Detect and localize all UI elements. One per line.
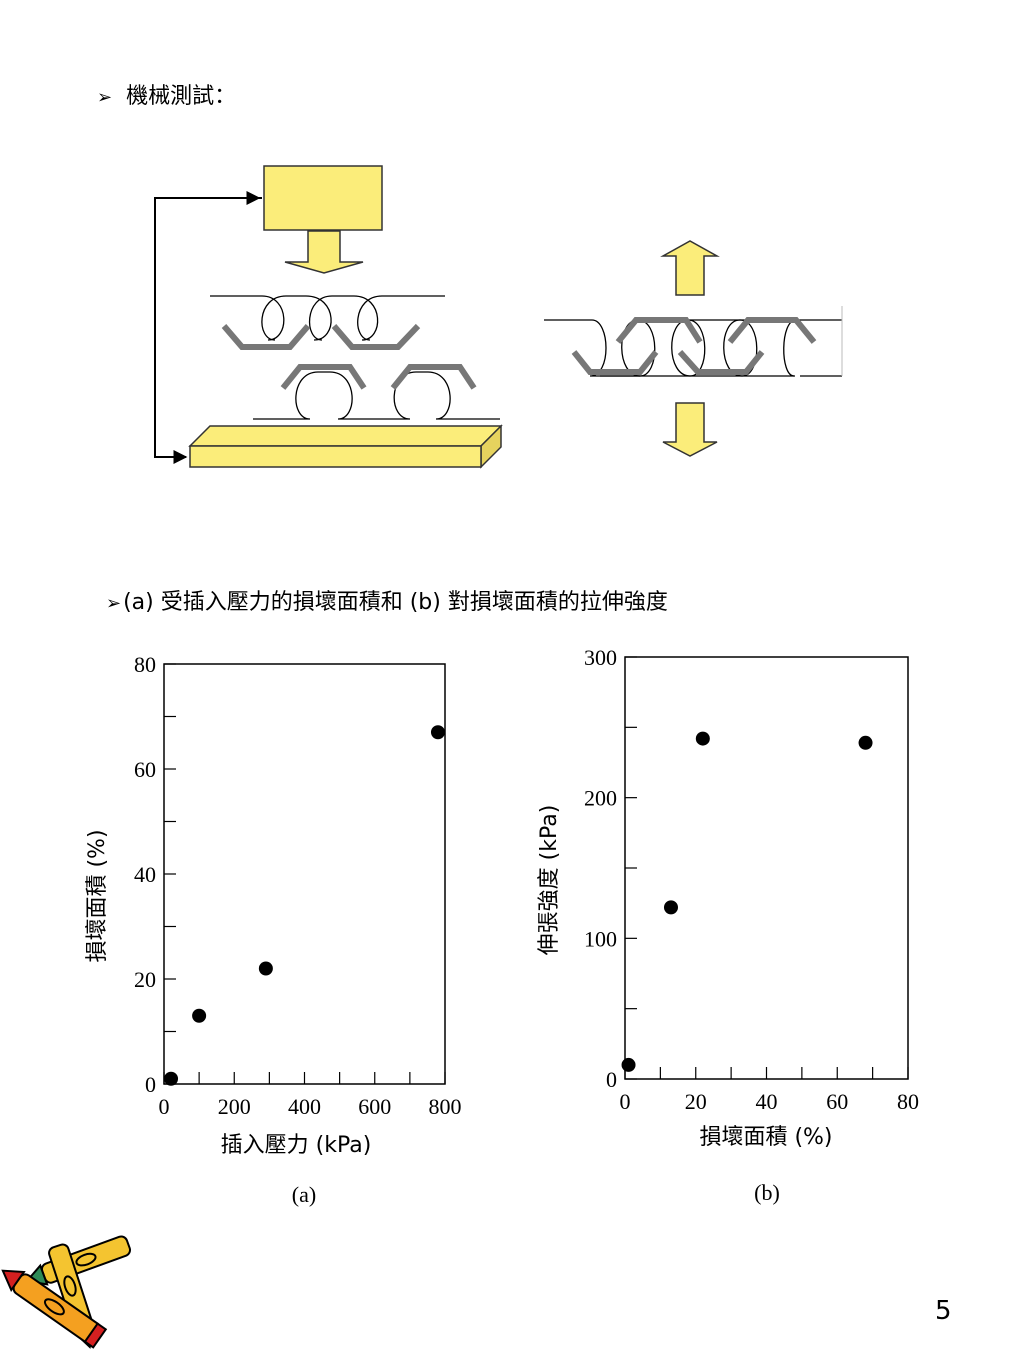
chart-b-data-point xyxy=(621,1057,636,1072)
chart-a-ytick-label: 80 xyxy=(134,652,156,677)
up-tension-arrow xyxy=(660,240,720,296)
chart-b-ytick-label: 0 xyxy=(606,1067,617,1092)
chart-b-xtick-label: 20 xyxy=(685,1089,707,1114)
chart-a-ylabel: 損壞面積 (%) xyxy=(85,829,110,962)
chart-b-xtick-label: 0 xyxy=(620,1089,631,1114)
bullet1-text: 機械測試： xyxy=(126,84,237,109)
chart-a-data-point xyxy=(430,725,445,740)
chart-b-xtick-label: 40 xyxy=(756,1089,778,1114)
chart-a-xtick-label: 200 xyxy=(218,1094,251,1119)
chart-b-ytick-label: 100 xyxy=(584,926,617,951)
chart-b-ylabel: 伸張強度 (kPa) xyxy=(537,805,562,956)
bullet2-text: (a) 受插入壓力的損壞面積和 (b) 對損壞面積的拉伸強度 xyxy=(123,590,668,615)
chart-a-xtick-label: 400 xyxy=(288,1094,321,1119)
base-plate xyxy=(188,424,503,469)
chart-a-xtick-label: 600 xyxy=(358,1094,391,1119)
chart-b-ytick-label: 300 xyxy=(584,645,617,670)
chart-b-data-point xyxy=(858,735,873,750)
loop-fabric-lower xyxy=(253,371,500,420)
hook-fabric-lower xyxy=(280,364,477,390)
loop-fabric-upper xyxy=(210,295,445,341)
crayons-clipart-icon xyxy=(1,1235,132,1349)
chart-b-xlabel: 損壞面積 (%) xyxy=(699,1125,832,1150)
fastener-test-diagram xyxy=(154,165,843,469)
chart-b-data-point xyxy=(663,900,678,915)
chart-a-ytick-label: 20 xyxy=(134,967,156,992)
chart-b-xtick-label: 80 xyxy=(897,1089,919,1114)
chart-a-ytick-label: 60 xyxy=(134,757,156,782)
chart-b-ytick-label: 200 xyxy=(584,786,617,811)
chart-a-data-point xyxy=(164,1071,179,1086)
chart-a-xtick-label: 800 xyxy=(429,1094,462,1119)
page-number: 5 xyxy=(935,1296,952,1326)
arrowhead-bullet-icon: ➢ xyxy=(106,593,122,614)
chart-b-frame xyxy=(624,656,909,1080)
chart-a-xtick-label: 0 xyxy=(159,1094,170,1119)
down-press-arrow xyxy=(284,230,364,274)
chart-a-data-point xyxy=(258,961,273,976)
hook-fabric-upper xyxy=(221,323,421,350)
down-tension-arrow xyxy=(662,402,718,457)
engaged-hooks xyxy=(571,317,817,375)
chart-a-ytick-label: 0 xyxy=(145,1072,156,1097)
chart-a-ytick-label: 40 xyxy=(134,862,156,887)
press-head-box xyxy=(263,165,383,231)
chart-b-xtick-label: 60 xyxy=(826,1089,848,1114)
chart-a-data-point xyxy=(192,1008,207,1023)
bullet-mechanical-test: ➢ 機械測試： xyxy=(97,78,236,110)
chart-a-xlabel: 插入壓力 (kPa) xyxy=(221,1133,372,1158)
bullet-chart-caption: ➢(a) 受插入壓力的損壞面積和 (b) 對損壞面積的拉伸強度 xyxy=(106,584,668,616)
chart-b-panel-label: (b) xyxy=(754,1180,780,1205)
arrowhead-bullet-icon: ➢ xyxy=(97,87,113,108)
chart-a-panel-label: (a) xyxy=(292,1182,316,1207)
chart-b-data-point xyxy=(695,731,710,746)
